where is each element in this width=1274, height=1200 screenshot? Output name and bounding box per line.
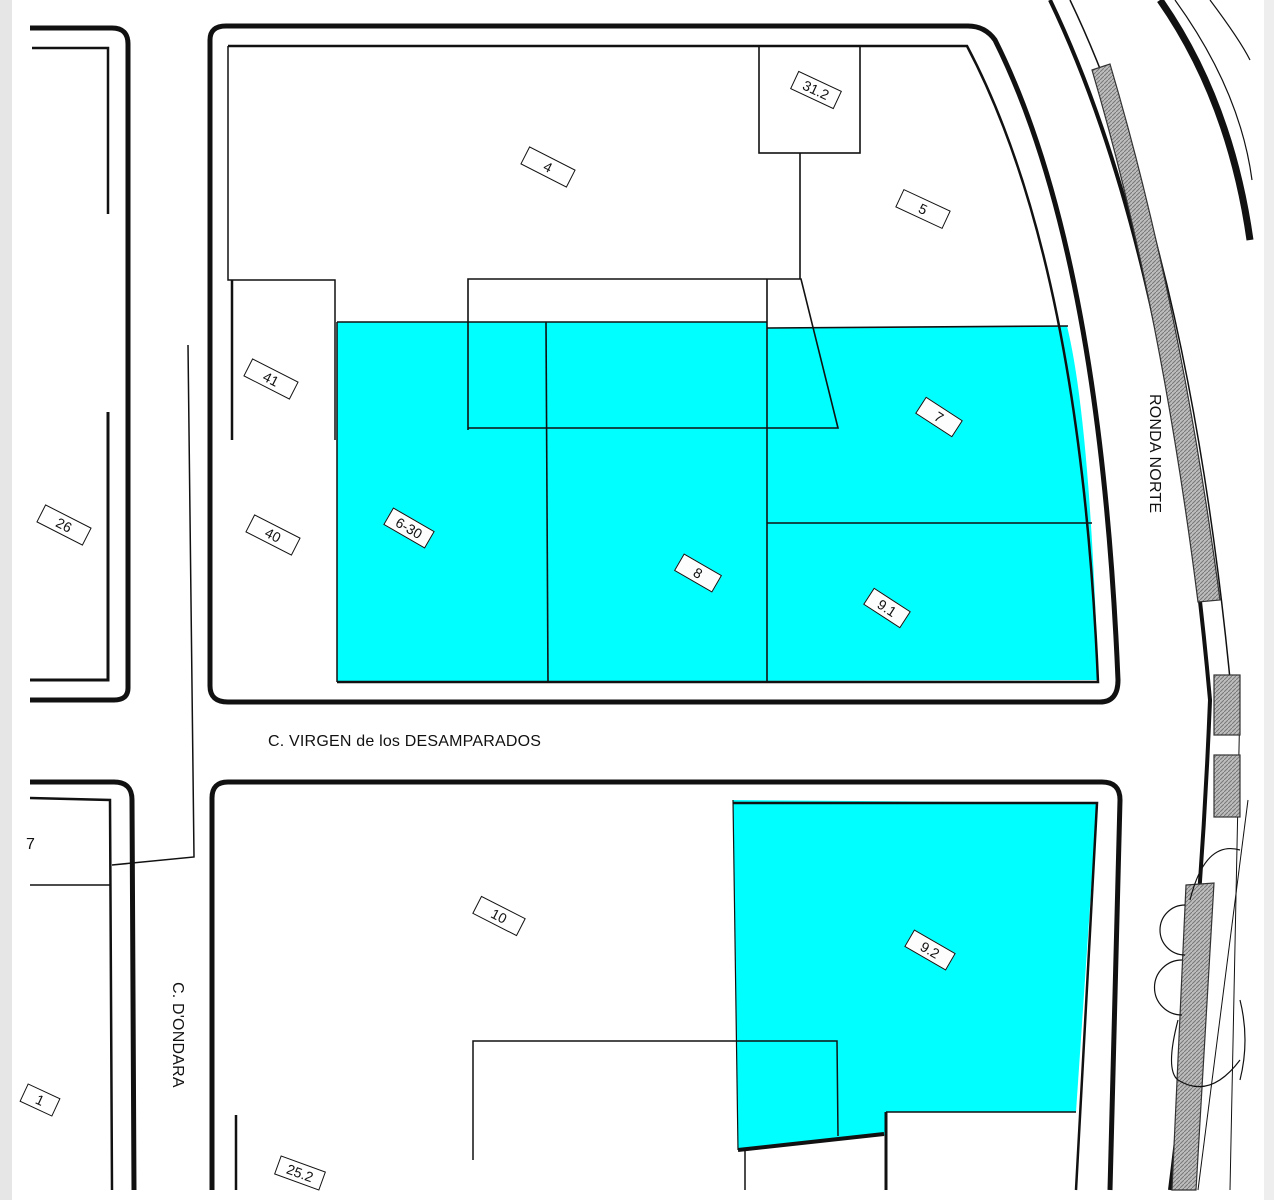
highlighted-parcels-upper	[337, 322, 1098, 682]
block-lower-outer	[209, 779, 1123, 1191]
street-axis-dondara	[111, 344, 195, 866]
tree-icons	[1153, 848, 1246, 1088]
street-name-ronda-norte: RONDA NORTE	[1146, 394, 1163, 514]
block-left-lower	[29, 779, 137, 1191]
street-name-virgen-desamparados: C. VIRGEN de los DESAMPARADOS	[268, 733, 542, 750]
highlighted-parcel-9-2	[733, 800, 1097, 1150]
block-left-upper	[30, 25, 131, 703]
block-upper-outer	[207, 23, 1121, 705]
page-edge-left	[0, 0, 12, 1200]
parcel-label-left-7: 7	[26, 836, 36, 853]
parcel-lines-upper	[337, 45, 1092, 683]
street-name-dondara: C. D'ONDARA	[169, 982, 186, 1088]
sidewalk-hatch	[1091, 63, 1241, 1191]
page-edge-right	[1264, 0, 1274, 1200]
